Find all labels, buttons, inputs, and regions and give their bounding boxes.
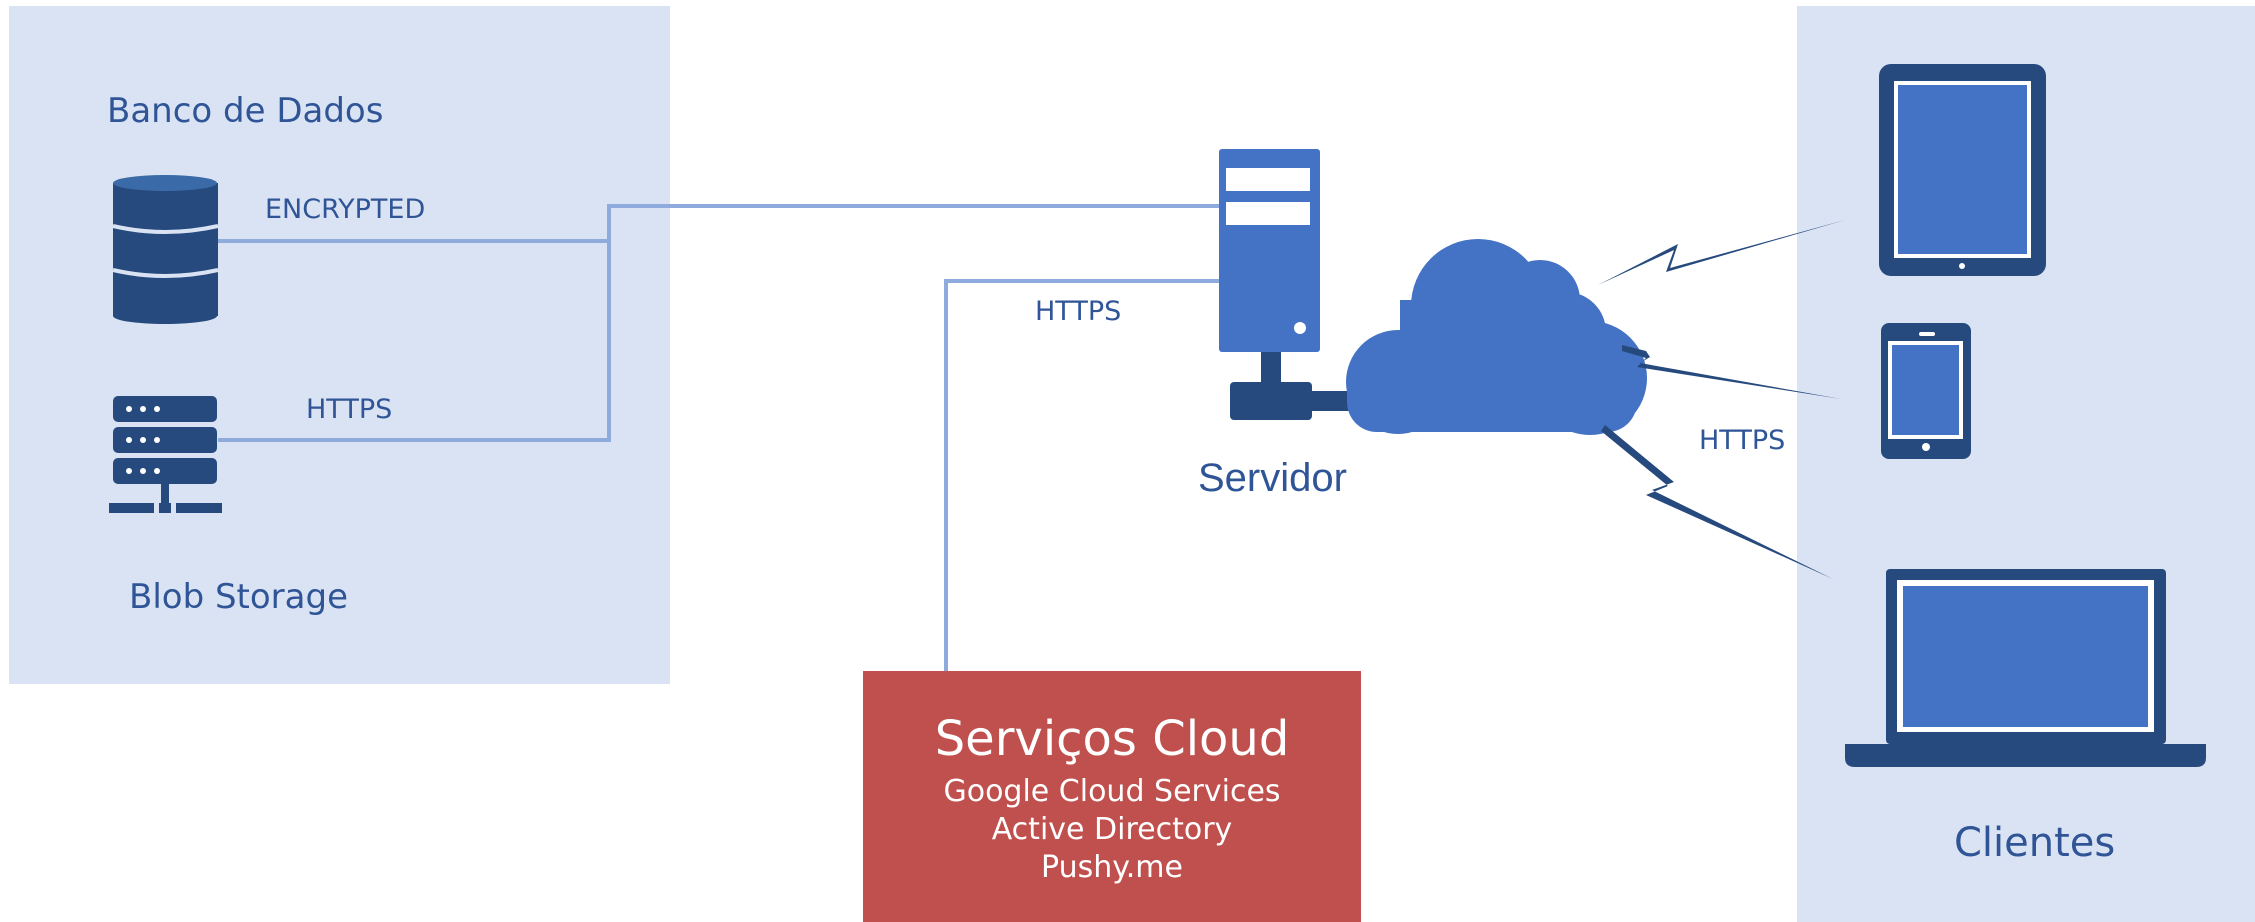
server-link-label: HTTPS [1035, 296, 1122, 327]
blob-link-label: HTTPS [306, 394, 393, 425]
server-to-cloud-services-line [944, 279, 1222, 671]
database-icon [112, 175, 219, 324]
server-icon [1219, 149, 1350, 420]
blob-to-server-line [218, 241, 611, 442]
cloud-services-title: Serviços Cloud [934, 711, 1290, 767]
clients-link-label: HTTPS [1699, 425, 1786, 456]
lightning-bolt-tablet [1598, 220, 1845, 285]
tablet-icon [1879, 64, 2046, 276]
blob-storage-label: Blob Storage [129, 577, 348, 617]
clients-label: Clientes [1954, 820, 2116, 866]
database-label: Banco de Dados [107, 91, 384, 131]
laptop-icon [1845, 569, 2206, 767]
connector-lines [218, 204, 1222, 671]
storage-panel [9, 6, 670, 684]
cloud-service-item: Pushy.me [1041, 850, 1183, 885]
cloud-service-item: Google Cloud Services [943, 774, 1281, 809]
cloud-service-item: Active Directory [991, 812, 1233, 847]
lightning-bolt-phone [1622, 345, 1841, 399]
server-label: Servidor [1198, 456, 1347, 500]
encrypted-link-label: ENCRYPTED [265, 194, 426, 225]
cloud-services-box: Serviços Cloud Google Cloud Services Act… [863, 671, 1361, 922]
blob-storage-icon [109, 396, 222, 513]
cloud-icon [1346, 239, 1647, 435]
phone-icon [1881, 323, 1971, 459]
database-to-server-line [218, 204, 1222, 243]
